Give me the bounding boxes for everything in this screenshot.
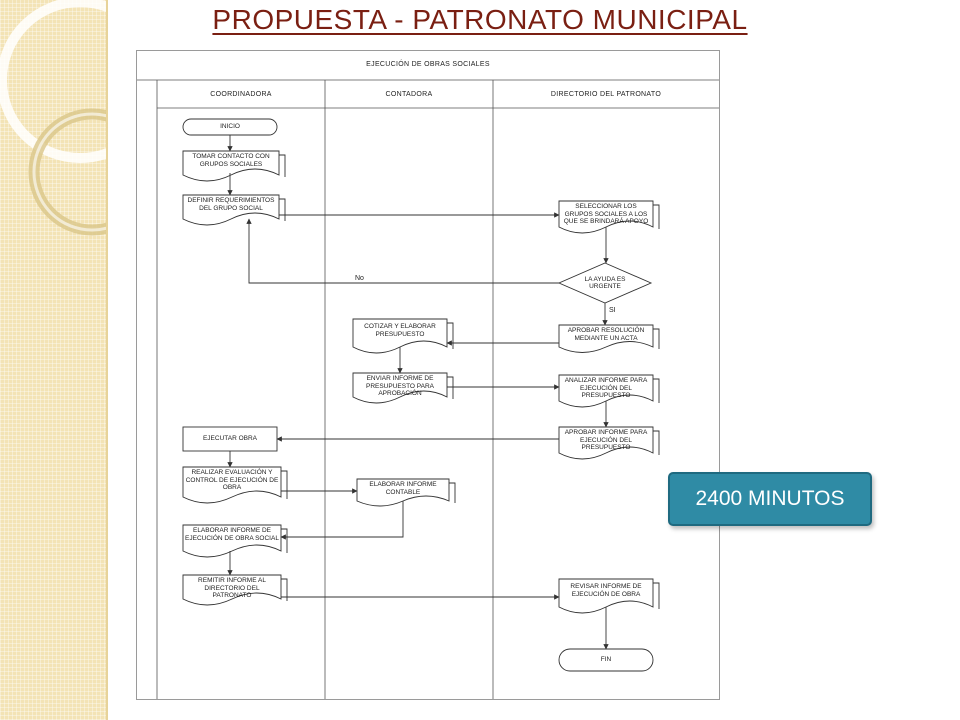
label-elaborar-contable: ELABORAR INFORME CONTABLE xyxy=(369,481,437,496)
node-elaborar-ejecucion xyxy=(182,524,282,558)
diagram-title: EJECUCIÓN DE OBRAS SOCIALES xyxy=(366,61,490,68)
label-realizar-evaluacion: REALIZAR EVALUACIÓN Y CONTROL DE EJECUCI… xyxy=(185,469,279,491)
diagram-shapes xyxy=(137,79,719,699)
label-remitir-informe: REMITIR INFORME AL DIRECTORIO DEL PATRON… xyxy=(198,577,266,599)
label-analizar-informe: ANALIZAR INFORME PARA EJECUCIÓN DEL PRES… xyxy=(564,377,648,399)
node-remitir-informe xyxy=(182,574,282,606)
edge-contable-elaborar xyxy=(280,501,404,540)
label-elaborar-ejecucion: ELABORAR INFORME DE EJECUCIÓN DE OBRA SO… xyxy=(185,527,279,542)
edge-label-no: No xyxy=(355,275,364,282)
label-seleccionar: SELECCIONAR LOS GRUPOS SOCIALES A LOS QU… xyxy=(563,203,649,225)
node-revisar-informe xyxy=(558,578,654,614)
slide-title: PROPUESTA - PATRONATO MUNICIPAL xyxy=(212,4,748,35)
label-inicio: INICIO xyxy=(220,123,240,131)
node-elaborar-contable xyxy=(356,478,450,507)
label-cotizar: COTIZAR Y ELABORAR PRESUPUESTO xyxy=(364,323,436,338)
node-cotizar xyxy=(352,318,448,354)
label-decision: LA AYUDA ES URGENTE xyxy=(584,275,626,291)
edge-decision-no xyxy=(246,218,559,284)
label-enviar-informe: ENVIAR INFORME DE PRESUPUESTO PARA APROB… xyxy=(365,375,435,397)
label-definir: DEFINIR REQUERIMIENTOS DEL GRUPO SOCIAL xyxy=(187,197,275,212)
decorative-rings xyxy=(0,0,106,236)
node-enviar-informe xyxy=(352,372,448,404)
lane-header-coordinadora: COORDINADORA xyxy=(210,91,272,98)
edge-label-si: SI xyxy=(609,307,616,314)
node-definir xyxy=(182,194,280,226)
label-fin: FIN xyxy=(600,656,612,664)
node-analizar-informe xyxy=(558,374,654,408)
label-ejecutar-obra: EJECUTAR OBRA xyxy=(202,435,258,443)
node-aprobar-informe xyxy=(558,426,654,460)
label-aprobar-resolucion: APROBAR RESOLUCIÓN MEDIANTE UN ACTA xyxy=(567,327,645,342)
node-tomar-contacto xyxy=(182,150,280,182)
lane-header-directorio: DIRECTORIO DEL PATRONATO xyxy=(550,91,662,98)
node-realizar-evaluacion xyxy=(182,466,282,504)
node-aprobar-resolucion xyxy=(558,324,654,353)
label-revisar-informe: REVISAR INFORME DE EJECUCIÓN DE OBRA xyxy=(570,583,642,598)
label-tomar-contacto: TOMAR CONTACTO CON GRUPOS SOCIALES xyxy=(192,153,270,168)
swimlane-diagram: EJECUCIÓN DE OBRAS SOCIALES COORDINADORA… xyxy=(136,50,720,700)
lane-header-contadora: CONTADORA xyxy=(385,91,433,98)
node-seleccionar xyxy=(558,200,654,234)
label-aprobar-informe: APROBAR INFORME PARA EJECUCIÓN DEL PRESU… xyxy=(564,429,648,451)
decorative-sidebar xyxy=(0,0,108,720)
duration-badge: 2400 MINUTOS xyxy=(668,472,872,526)
